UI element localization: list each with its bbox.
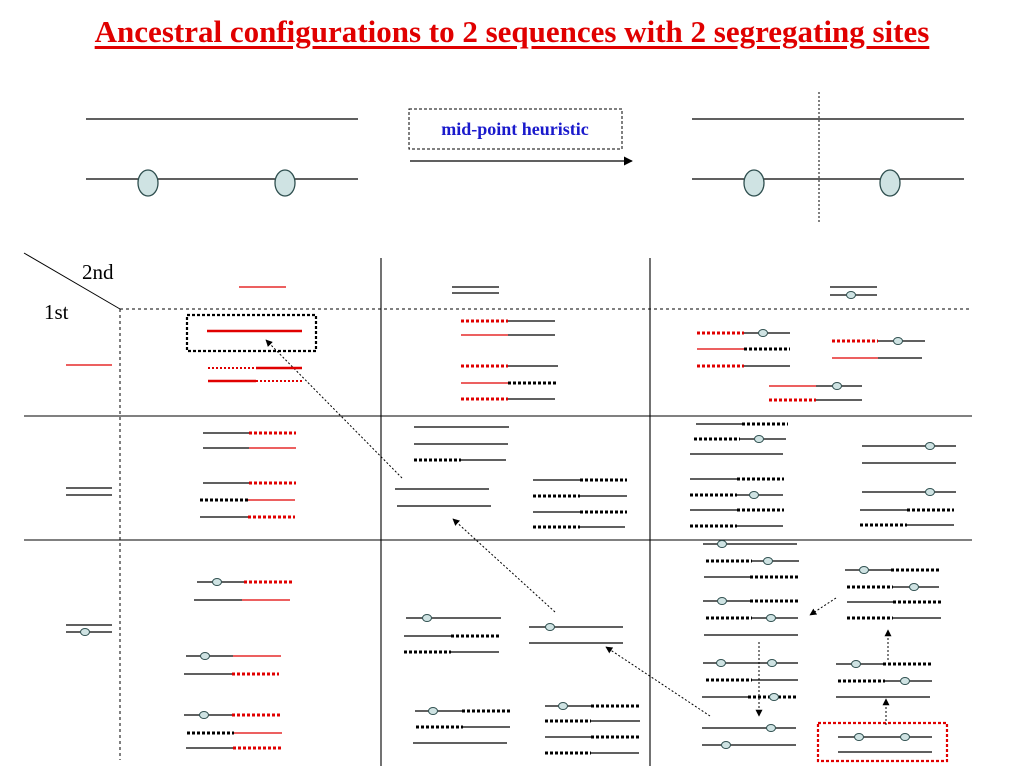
segregating-site-marker	[717, 540, 727, 548]
segregating-site-marker	[769, 693, 779, 701]
segregating-site-marker	[212, 578, 222, 586]
segregating-site-marker	[558, 702, 568, 710]
segregating-site-marker	[767, 659, 777, 667]
segregating-site-marker	[763, 557, 773, 565]
segregating-site-marker	[851, 660, 861, 668]
site-oval	[274, 169, 296, 197]
segregating-site-marker	[846, 291, 856, 299]
slide-title: Ancestral configurations to 2 sequences …	[94, 14, 930, 49]
segregating-site-marker	[925, 442, 935, 450]
segregating-site-marker	[925, 488, 935, 496]
heuristic-label: mid-point heuristic	[441, 119, 589, 139]
segregating-site-marker	[428, 707, 438, 715]
site-oval	[743, 169, 765, 197]
segregating-site-marker	[900, 733, 910, 741]
segregating-site-marker	[721, 741, 731, 749]
segregating-site-marker	[900, 677, 910, 685]
site-oval	[879, 169, 901, 197]
transition-arrow	[809, 597, 837, 616]
segregating-site-marker	[758, 329, 768, 337]
segregating-site-marker	[859, 566, 869, 574]
transition-arrow	[605, 646, 711, 717]
segregating-site-marker	[545, 623, 555, 631]
transition-arrows	[265, 339, 892, 725]
header-diagonal	[23, 252, 121, 310]
transition-arrow	[452, 518, 556, 613]
label-1st: 1st	[44, 300, 69, 324]
segregating-site-marker	[832, 382, 842, 390]
sequence-segments	[66, 286, 956, 755]
segregating-site-marker	[754, 435, 764, 443]
segregating-site-marker	[893, 337, 903, 345]
segregating-site-marker	[717, 597, 727, 605]
segregating-site-marker	[80, 628, 90, 636]
segregating-site-marker	[749, 491, 759, 499]
grid: 2nd 1st	[23, 252, 972, 766]
segregating-site-marker	[199, 711, 209, 719]
segregating-site-marker	[716, 659, 726, 667]
segregating-site-marker	[200, 652, 210, 660]
segregating-site-marker	[422, 614, 432, 622]
top-illustration: mid-point heuristic	[86, 92, 964, 222]
segregating-site-marker	[766, 724, 776, 732]
heuristic-box	[408, 108, 623, 150]
segregating-site-marker	[909, 583, 919, 591]
transition-arrow	[265, 339, 403, 479]
segregating-site-marker	[854, 733, 864, 741]
segregating-site-marker	[766, 614, 776, 622]
label-2nd: 2nd	[82, 260, 114, 284]
site-oval	[137, 169, 159, 197]
highlight-box-black	[185, 313, 318, 353]
highlight-box-red	[816, 721, 949, 763]
